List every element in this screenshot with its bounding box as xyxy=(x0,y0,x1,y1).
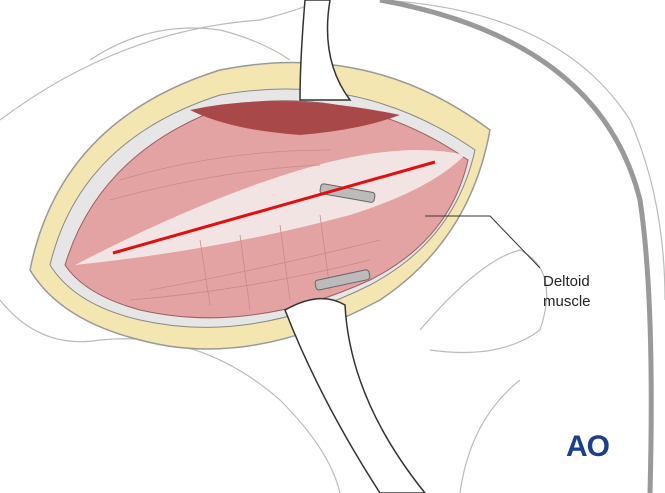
label-line: Deltoid xyxy=(543,273,590,290)
incision-line xyxy=(112,160,436,255)
deltoid-muscle-label: Deltoid muscle xyxy=(543,272,591,312)
label-leader-line xyxy=(425,215,541,269)
screw-implant xyxy=(319,183,376,203)
arm-outline xyxy=(379,0,654,493)
lower-retractor xyxy=(284,297,426,493)
upper-retractor xyxy=(299,0,352,101)
ao-logo: AO xyxy=(566,430,610,463)
pectoralis-muscle xyxy=(190,101,400,135)
screw-implant xyxy=(314,269,371,291)
muscle-fibers xyxy=(109,149,381,311)
label-line: muscle xyxy=(543,293,591,310)
